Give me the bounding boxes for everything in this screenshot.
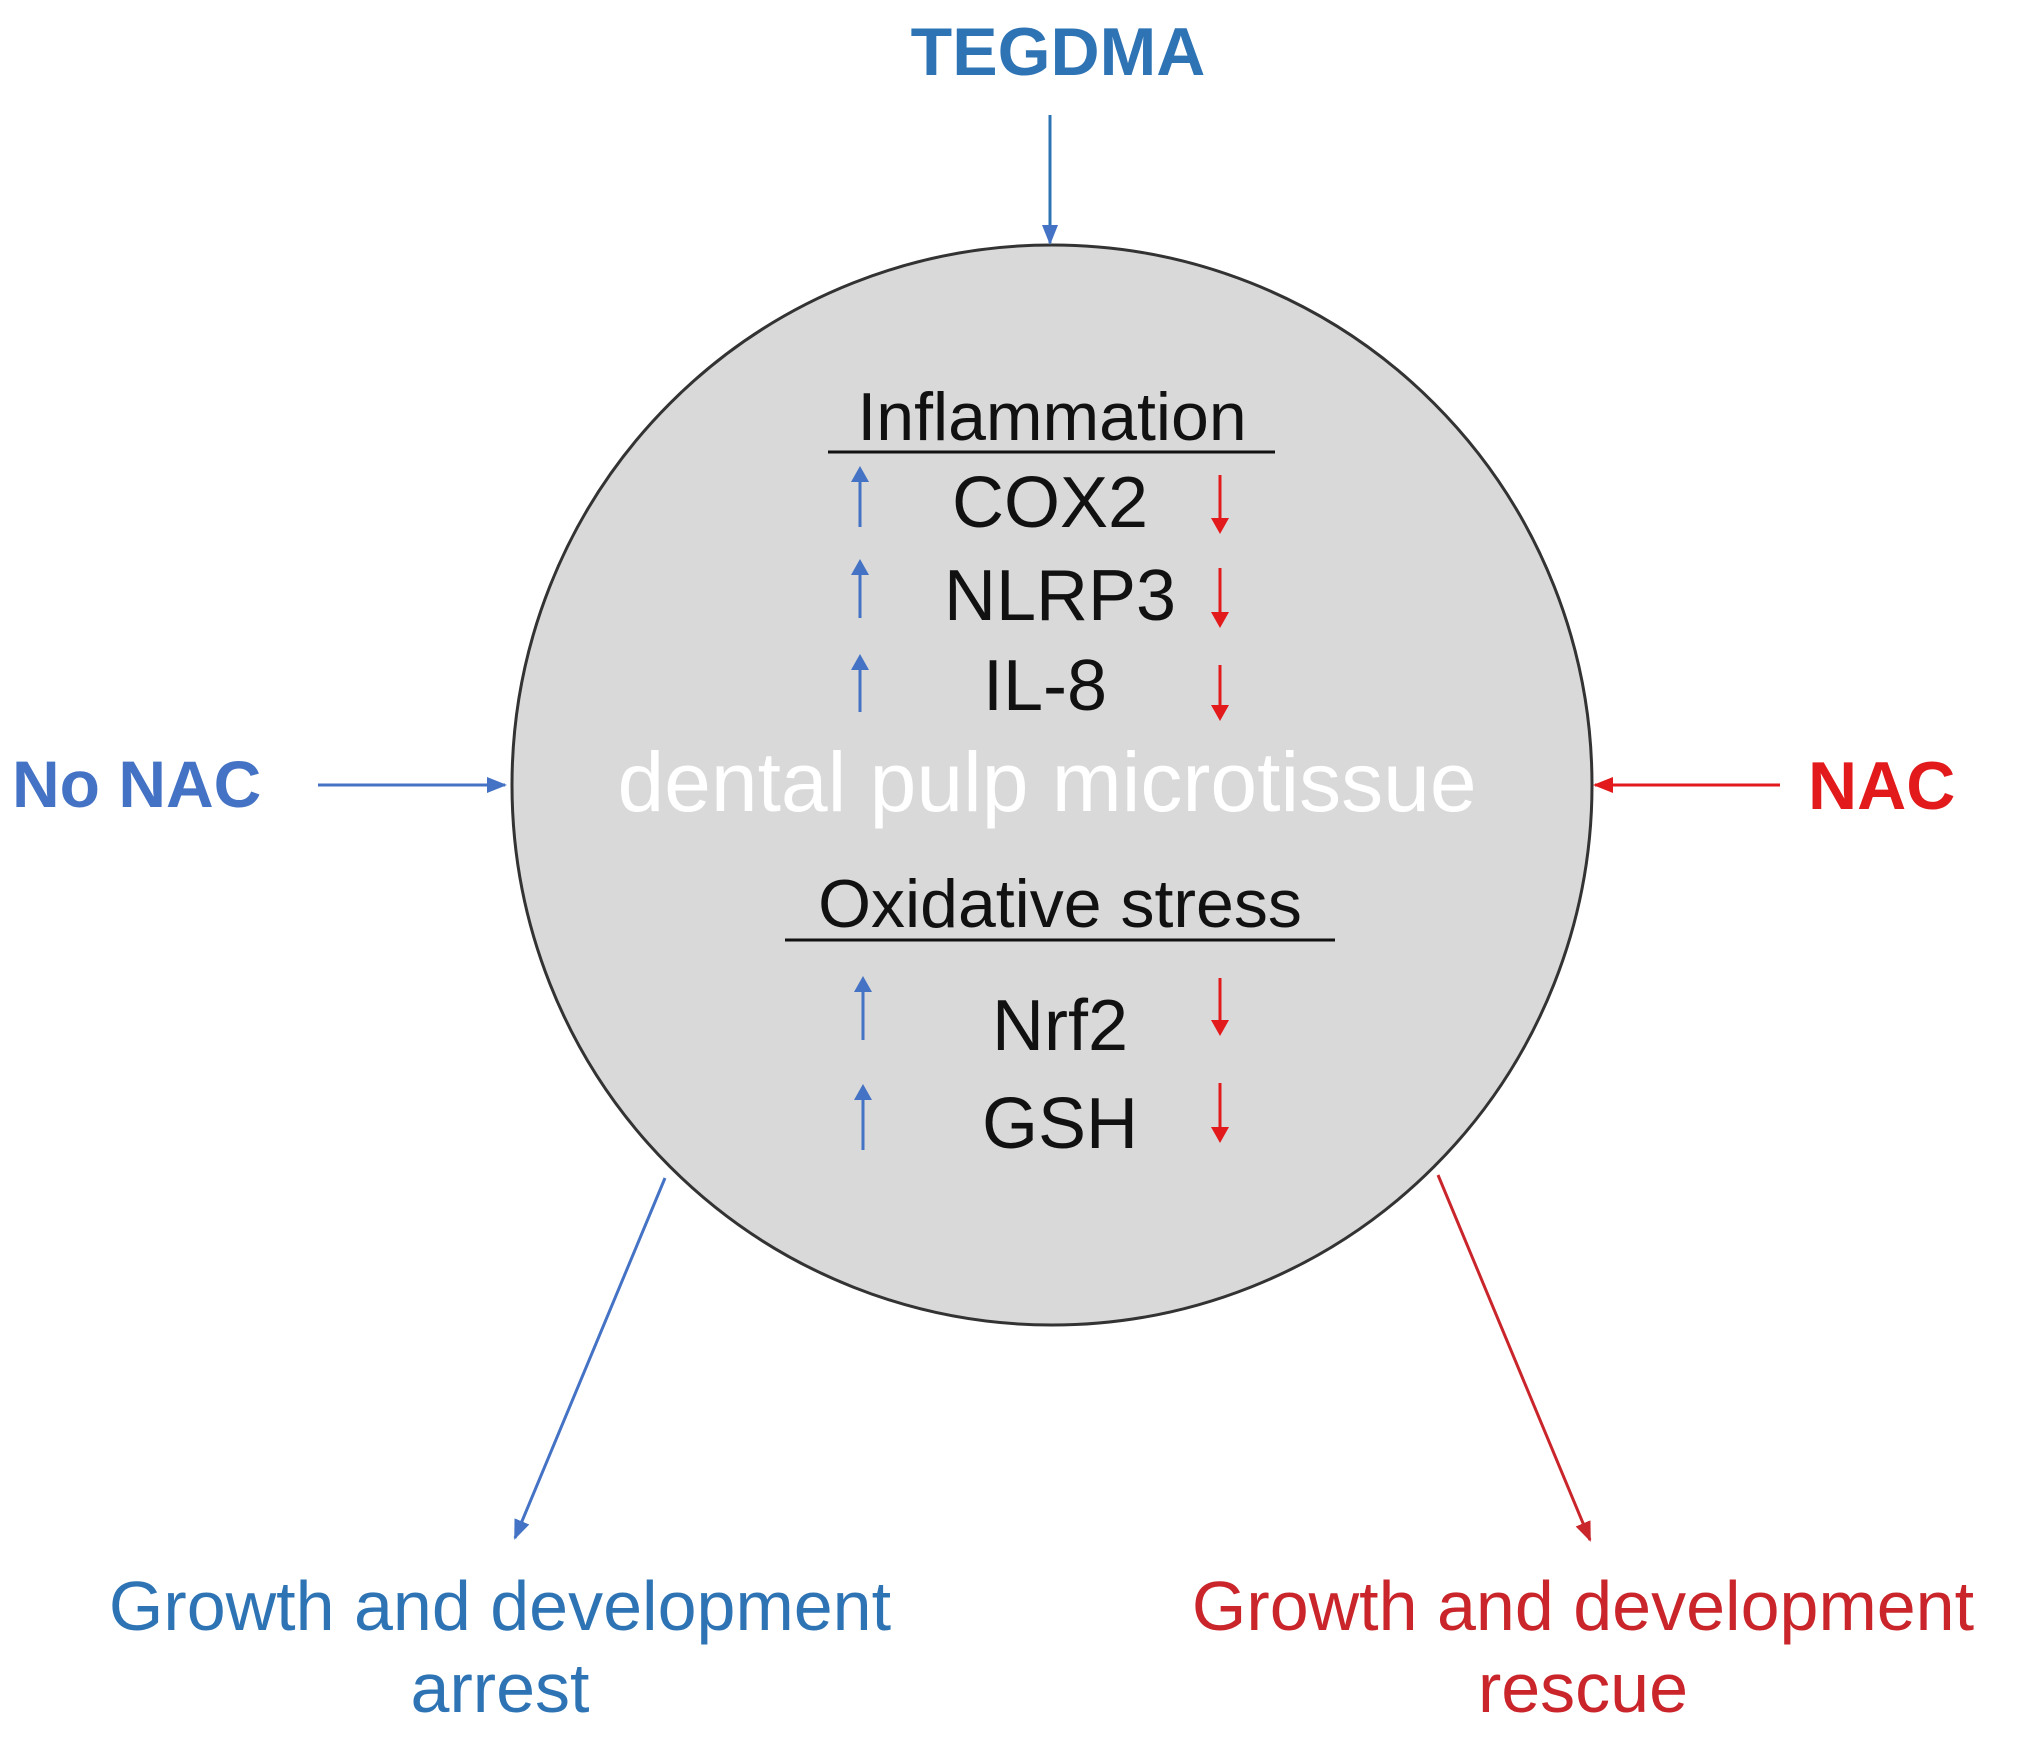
arrest-outcome-line2: arrest	[410, 1648, 590, 1727]
no-nac-label: No NAC	[12, 747, 262, 821]
up-arrow-icon	[854, 1084, 872, 1150]
nrf2-marker: Nrf2	[991, 986, 1129, 1066]
down-arrow-icon	[1211, 475, 1229, 534]
gsh-marker: GSH	[981, 1084, 1139, 1164]
down-arrow-icon	[1211, 978, 1229, 1036]
up-arrow-icon	[851, 654, 869, 712]
inflammation-heading: Inflammation	[857, 379, 1247, 455]
arrest-outcome-arrow	[513, 1177, 667, 1540]
rescue-outcome-label: Growth and development rescue	[1192, 1566, 1974, 1730]
cox2-marker: COX2	[951, 463, 1149, 543]
il8-marker: IL-8	[982, 646, 1108, 726]
dental-pulp-microtissue-circle	[510, 243, 1594, 1327]
nac-label: NAC	[1808, 748, 1956, 824]
up-arrow-icon	[851, 559, 869, 618]
rescue-outcome-line2: rescue	[1477, 1648, 1689, 1727]
rescue-outcome-arrow	[1436, 1174, 1592, 1542]
up-arrow-icon	[851, 466, 869, 527]
tissue-label: dental pulp microtissue	[617, 735, 1477, 829]
nlrp3-marker: NLRP3	[943, 556, 1177, 636]
oxidative-stress-heading: Oxidative stress	[818, 866, 1302, 942]
arrest-outcome-label: Growth and development arrest	[109, 1566, 891, 1730]
down-arrow-icon	[1211, 568, 1229, 628]
down-arrow-icon	[1211, 1083, 1229, 1143]
up-arrow-icon	[854, 976, 872, 1040]
arrest-outcome-line1: Growth and development	[108, 1567, 892, 1645]
down-arrow-icon	[1211, 665, 1229, 721]
rescue-outcome-line1: Growth and development	[1191, 1567, 1975, 1645]
tegdma-label: TEGDMA	[910, 14, 1206, 90]
